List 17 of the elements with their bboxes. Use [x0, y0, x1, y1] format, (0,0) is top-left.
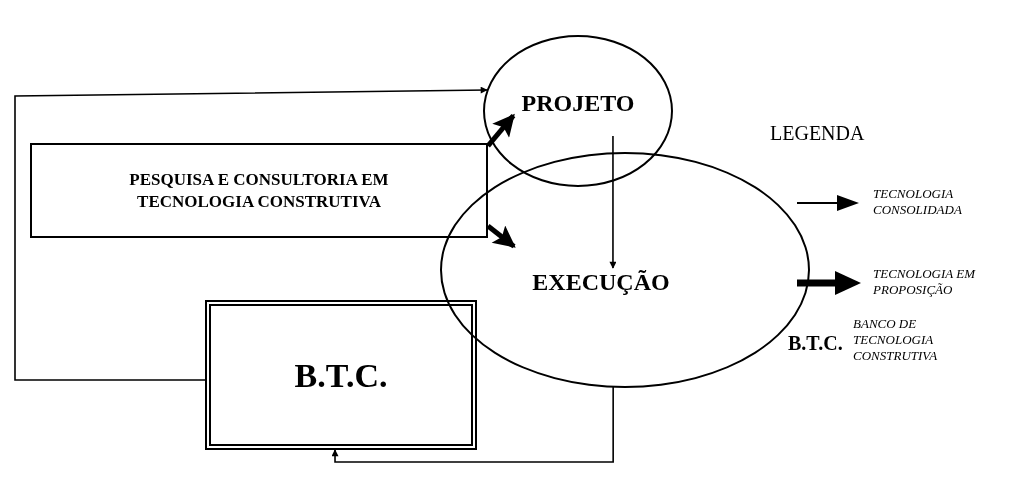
node-label: PESQUISA E CONSULTORIA EM TECNOLOGIA CONSTRUTIVA	[128, 168, 390, 213]
legend-title: LEGENDA	[770, 121, 865, 146]
double-border-box	[205, 300, 477, 450]
legend-text: TECNOLOGIA CONSOLIDADA	[873, 186, 963, 218]
legend-text: TECNOLOGIA EM PROPOSIÇÃO	[873, 266, 977, 298]
arrow	[486, 113, 516, 148]
legend-text: BANCO DE TECNOLOGIA CONSTRUTIVA	[853, 316, 939, 364]
node-label: B.T.C.	[294, 355, 388, 396]
arrow	[486, 224, 516, 249]
legend-abbreviation: B.T.C.	[788, 331, 843, 356]
ellipse-node	[483, 35, 673, 187]
node-label: EXECUÇÃO	[532, 268, 670, 297]
arrow	[331, 386, 614, 463]
process-box	[30, 143, 488, 238]
arrow	[609, 135, 617, 269]
arrow	[14, 86, 488, 381]
node-label: PROJETO	[521, 89, 635, 118]
